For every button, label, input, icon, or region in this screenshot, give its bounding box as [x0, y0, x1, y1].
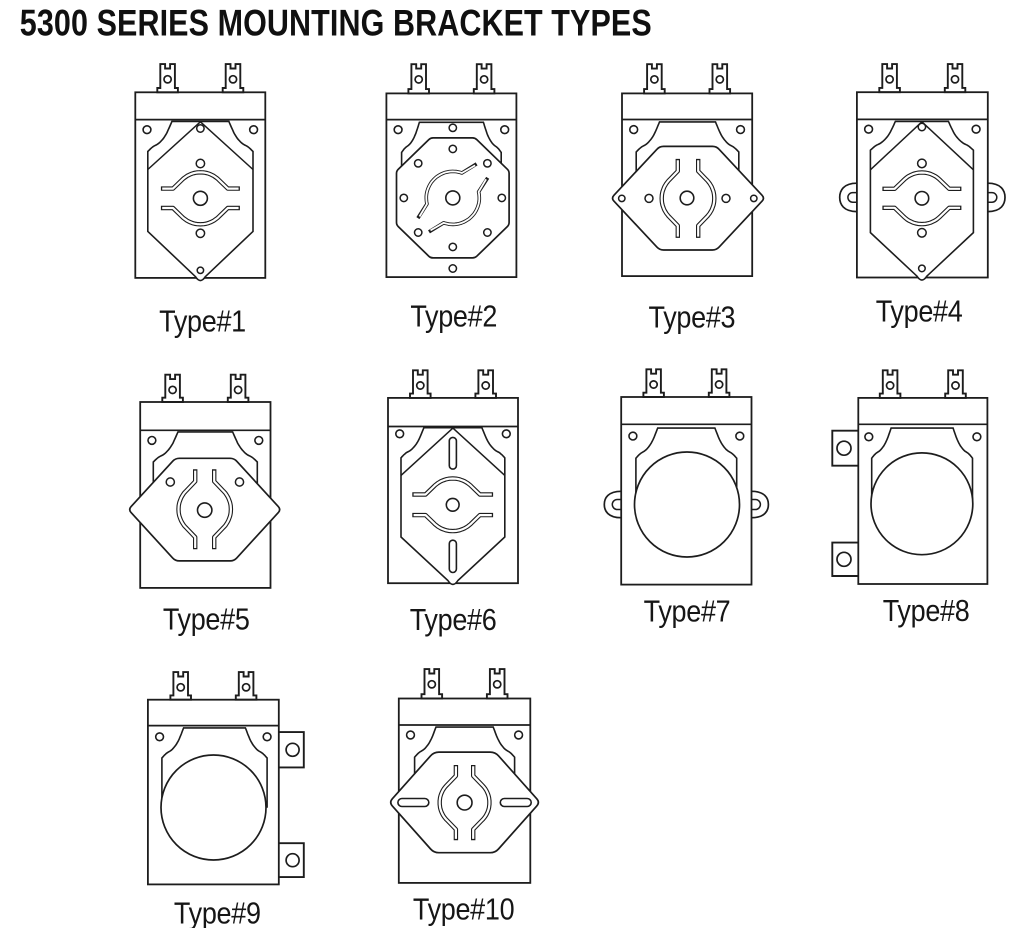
- svg-text:Type#6: Type#6: [410, 604, 497, 638]
- svg-text:Type#8: Type#8: [883, 594, 970, 628]
- svg-text:Type#5: Type#5: [163, 603, 250, 637]
- svg-text:Type#4: Type#4: [876, 295, 963, 329]
- svg-text:Type#9: Type#9: [174, 897, 261, 928]
- svg-text:Type#2: Type#2: [410, 300, 497, 334]
- svg-text:Type#3: Type#3: [649, 301, 736, 335]
- svg-text:Type#7: Type#7: [644, 595, 731, 629]
- svg-text:Type#1: Type#1: [159, 305, 246, 339]
- svg-text:Type#10: Type#10: [413, 893, 514, 927]
- svg-text:5300 SERIES MOUNTING BRACKET T: 5300 SERIES MOUNTING BRACKET TYPES: [20, 3, 652, 44]
